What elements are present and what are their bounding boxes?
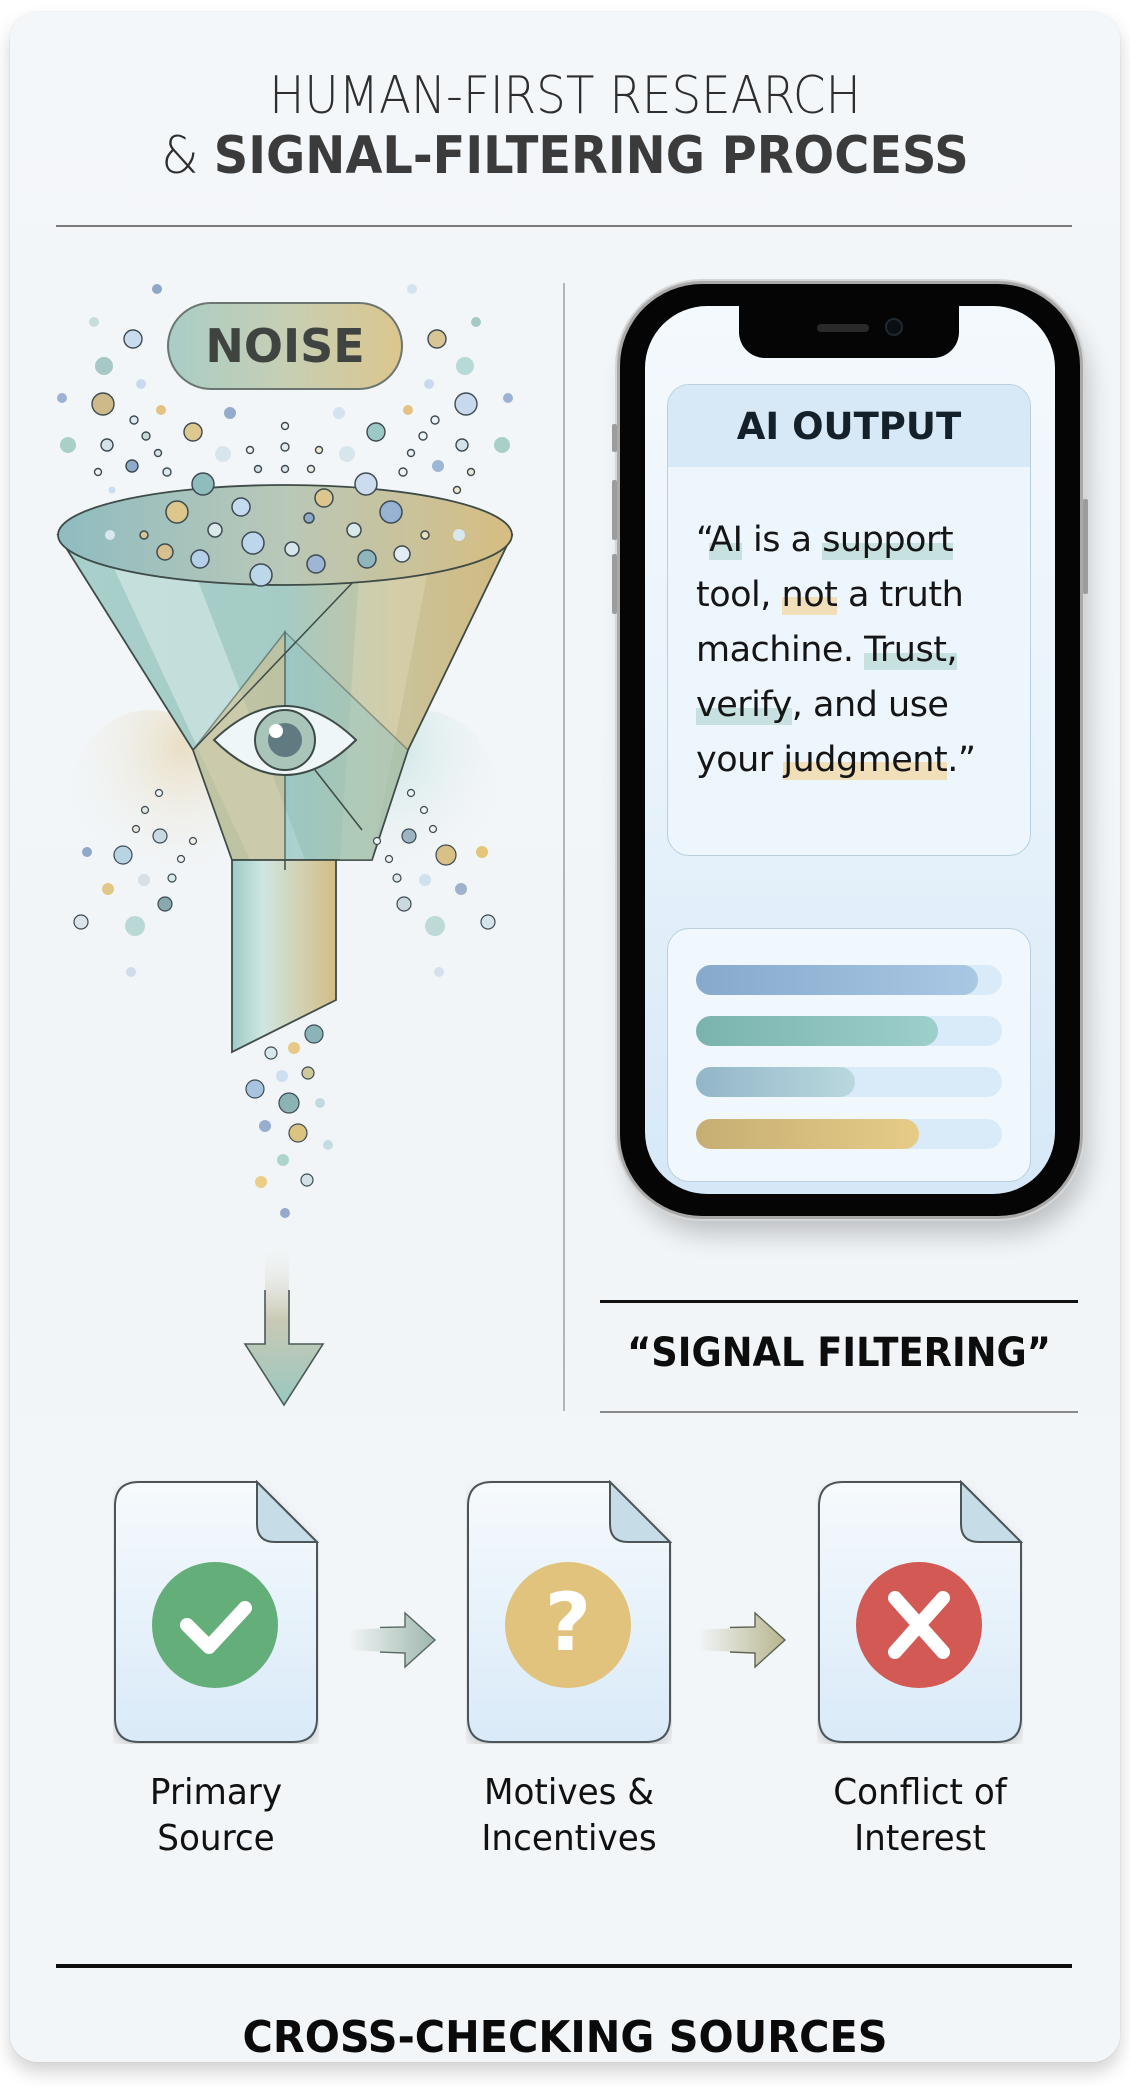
svg-text:?: ? bbox=[545, 1576, 591, 1669]
phone-volume-down bbox=[612, 554, 617, 614]
phone-power-button bbox=[1083, 499, 1088, 594]
signal-top-rule bbox=[600, 1300, 1078, 1303]
caption-line: Primary bbox=[149, 1772, 283, 1813]
highlight-ai: AI bbox=[709, 520, 743, 560]
ai-output-quote: “AI is a support tool, not a truth machi… bbox=[696, 513, 1016, 788]
caption-motives-incentives: Motives & Incentives bbox=[446, 1770, 693, 1862]
phone-mute-switch bbox=[612, 424, 617, 452]
phone-screen: AI OUTPUT “AI is a support tool, not a t… bbox=[645, 306, 1055, 1194]
vertical-divider bbox=[563, 283, 565, 1411]
highlight-support: support bbox=[822, 520, 954, 560]
phone-notch bbox=[739, 306, 959, 358]
bar-track bbox=[696, 1119, 1002, 1149]
speaker-icon bbox=[817, 324, 869, 332]
highlight-trust: Trust, bbox=[864, 630, 958, 670]
caption-primary-source: Primary Source bbox=[93, 1770, 340, 1862]
caption-line: Motives & bbox=[484, 1772, 654, 1813]
document-conflict-of-interest bbox=[818, 1480, 1023, 1743]
caption-line: Incentives bbox=[481, 1818, 657, 1859]
signal-bottom-rule bbox=[600, 1411, 1078, 1413]
phone-mockup: AI OUTPUT “AI is a support tool, not a t… bbox=[612, 284, 1088, 1216]
funnel-illustration bbox=[56, 284, 514, 1218]
ai-output-title: AI OUTPUT bbox=[668, 385, 1030, 467]
phone-volume-up bbox=[612, 480, 617, 540]
confidence-bars-card bbox=[667, 928, 1031, 1182]
quote-text: is a bbox=[742, 520, 823, 560]
bar-fill bbox=[696, 1016, 938, 1046]
caption-conflict-of-interest: Conflict of Interest bbox=[797, 1770, 1044, 1862]
bar-track bbox=[696, 1016, 1002, 1046]
highlight-judgment: judgment bbox=[783, 740, 948, 780]
ai-output-card: AI OUTPUT “AI is a support tool, not a t… bbox=[667, 384, 1031, 856]
document-primary-source bbox=[114, 1480, 319, 1743]
sources-row: ? Primary Source Motives & Incentives Co… bbox=[0, 1480, 1130, 1900]
caption-line: Interest bbox=[854, 1818, 986, 1859]
signal-filtering-label: “SIGNAL FILTERING” bbox=[627, 1330, 1051, 1376]
caption-line: Conflict of bbox=[833, 1772, 1007, 1813]
quote-open: “ bbox=[696, 520, 710, 560]
arrow-right-icon bbox=[700, 1611, 787, 1669]
bar-track bbox=[696, 965, 1002, 995]
camera-icon bbox=[885, 318, 903, 336]
noise-label: NOISE bbox=[167, 302, 403, 390]
question-icon bbox=[505, 1562, 631, 1688]
check-icon bbox=[152, 1562, 278, 1688]
title-ampersand: & bbox=[161, 126, 199, 186]
bar-fill bbox=[696, 1067, 856, 1097]
bar-fill bbox=[696, 1119, 920, 1149]
arrow-right-icon bbox=[350, 1611, 437, 1669]
title-line-2: & SIGNAL-FILTERING PROCESS bbox=[45, 126, 1085, 186]
highlight-not: not bbox=[781, 575, 838, 615]
quote-text: tool, bbox=[696, 575, 782, 615]
quote-text: a truth machine. bbox=[696, 575, 964, 670]
bar-fill bbox=[696, 965, 978, 995]
header-divider bbox=[56, 225, 1072, 227]
title-bold: SIGNAL-FILTERING PROCESS bbox=[213, 126, 969, 186]
title-line-1: HUMAN-FIRST RESEARCH bbox=[269, 66, 861, 126]
eye-icon bbox=[212, 705, 358, 776]
highlight-verify: verify bbox=[696, 685, 792, 725]
document-motives-incentives: ? bbox=[467, 1480, 672, 1743]
caption-line: Source bbox=[157, 1818, 275, 1859]
cross-checking-label: CROSS-CHECKING SOURCES bbox=[242, 2012, 888, 2063]
bar-track bbox=[696, 1067, 1002, 1097]
footer-rule bbox=[56, 1964, 1072, 1968]
quote-text: , and use your bbox=[696, 685, 949, 780]
arrow-down-icon bbox=[243, 1250, 325, 1407]
quote-close: .” bbox=[947, 740, 976, 780]
